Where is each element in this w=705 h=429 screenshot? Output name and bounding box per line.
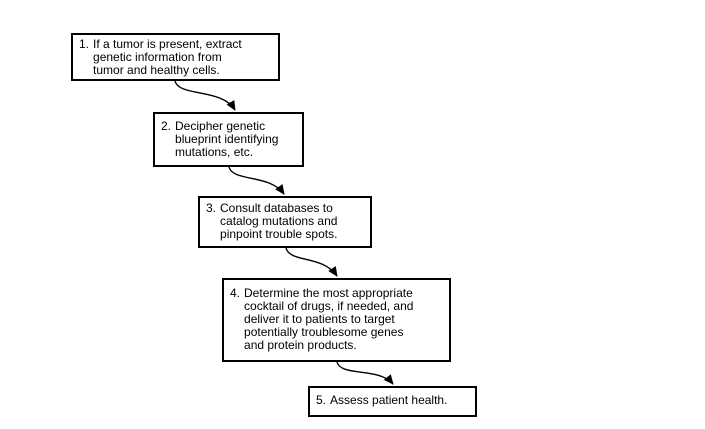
step-3-text: Consult databases to catalog mutations a… [220, 201, 338, 241]
arrow-step1-to-step2 [174, 80, 236, 111]
step-2-text: Decipher genetic blueprint identifying m… [175, 119, 279, 159]
flowchart-step-4: 4. Determine the most appropriate cockta… [222, 278, 451, 362]
flowchart-step-2: 2. Decipher genetic blueprint identifyin… [153, 112, 304, 167]
step-1-number: 1. [79, 37, 90, 51]
step-4-number: 4. [230, 286, 241, 300]
flowchart-step-3: 3. Consult databases to catalog mutation… [198, 196, 372, 248]
arrow-step3-to-step4 [285, 247, 338, 277]
step-3-number: 3. [206, 201, 217, 215]
step-2-number: 2. [161, 119, 172, 133]
step-4-text: Determine the most appropriate cocktail … [244, 286, 414, 352]
step-5-text: Assess patient health. [330, 393, 448, 407]
step-5-number: 5. [316, 393, 327, 407]
step-1-text: If a tumor is present, extract genetic i… [93, 37, 242, 77]
arrow-step2-to-step3 [228, 166, 285, 195]
flowchart-step-5: 5. Assess patient health. [308, 386, 477, 417]
arrow-step4-to-step5 [336, 361, 394, 385]
flowchart-step-1: 1. If a tumor is present, extract geneti… [71, 33, 280, 81]
